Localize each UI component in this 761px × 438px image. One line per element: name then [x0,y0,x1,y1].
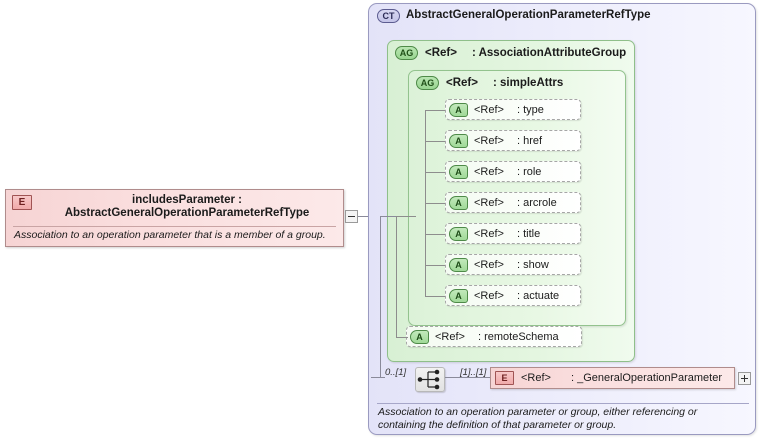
element-box-header: E includesParameter : AbstractGeneralOpe… [6,190,343,226]
attribute-ref-label: <Ref> [474,227,504,240]
connector-remote-schema-horizontal [396,337,408,338]
attribute-tree-branch [425,233,445,235]
cardinality-right-label: [1]..[1] [460,367,487,378]
element-ref-name: : _GeneralOperationParameter [570,372,722,384]
attribute-name-label: : role [516,165,542,178]
connector-remote-schema-vertical [396,216,397,337]
choice-compositor-glyph [417,369,440,390]
cardinality-left-label: 0..[1] [385,367,407,378]
attribute-name-label: : remoteSchema [477,330,559,343]
element-ref-expand-toggle[interactable] [738,372,751,385]
element-includes-parameter-box[interactable]: E includesParameter : AbstractGeneralOpe… [5,189,344,247]
element-box-annotation: Association to an operation parameter th… [14,229,326,241]
attribute-tree-branch [425,202,445,204]
attribute-row[interactable]: A <Ref> : title [445,223,581,244]
attribute-ref-label: <Ref> [474,103,504,116]
attribute-row[interactable]: A <Ref> : actuate [445,285,581,306]
attribute-row[interactable]: A <Ref> : arcrole [445,192,581,213]
connector-sequence-right [445,377,490,378]
element-ref-badge-icon: E [495,371,514,385]
element-badge-icon: E [12,195,32,210]
connector-inner-group-entry [396,216,416,217]
attribute-group-badge-icon: AG [395,46,418,60]
attribute-name-label: : title [516,227,541,240]
attribute-group-outer-name: : AssociationAttributeGroup [471,47,627,59]
attribute-ref-label: <Ref> [474,196,504,209]
attribute-tree-branch [425,140,445,142]
attribute-group-outer-ref: <Ref> [425,47,457,59]
attribute-name-label: : href [516,134,543,147]
attribute-name-label: : arcrole [516,196,557,209]
attribute-group-inner-ref: <Ref> [446,77,478,89]
attribute-ref-label: <Ref> [474,289,504,302]
attribute-badge-icon: A [449,226,468,241]
attribute-name-label: : actuate [516,289,560,302]
attribute-name-label: : type [516,103,544,116]
attribute-badge-icon: A [449,164,468,179]
attribute-name-label: : show [516,258,549,271]
attribute-badge-icon: A [449,195,468,210]
connector-group-entry [380,216,396,217]
attribute-badge-icon: A [449,102,468,117]
complex-type-badge-icon: CT [377,9,400,23]
attribute-row[interactable]: A <Ref> : show [445,254,581,275]
connector-sequence-left [371,377,385,378]
attribute-ref-label: <Ref> [474,258,504,271]
element-box-divider [13,226,336,227]
attribute-group-inner-header: AG <Ref> : simpleAttrs [416,76,563,90]
attribute-ref-label: <Ref> [435,330,465,343]
attribute-group-outer-header: AG <Ref> : AssociationAttributeGroup [395,46,626,60]
attribute-tree-branch [425,171,445,173]
attribute-badge-icon: A [449,133,468,148]
attribute-tree-branch [425,109,445,111]
attribute-tree-branch [425,295,445,297]
attribute-group-inner-name: : simpleAttrs [492,77,564,89]
attribute-badge-icon: A [410,329,429,344]
attribute-group-inner-badge-icon: AG [416,76,439,90]
attribute-tree-branch [425,264,445,266]
connector-sequence-vertical [380,216,381,377]
complex-type-name: AbstractGeneralOperationParameterRefType [406,9,651,21]
attribute-badge-icon: A [449,288,468,303]
complex-type-annotation: Association to an operation parameter or… [378,406,698,431]
element-ref-general-operation-parameter[interactable]: E <Ref> : _GeneralOperationParameter [490,367,735,389]
complex-type-divider [377,403,749,404]
page-title: includesParameter : AbstractGeneralOpera… [64,194,310,219]
attribute-row[interactable]: A <Ref> : href [445,130,581,151]
choice-compositor-icon[interactable] [415,367,445,392]
attribute-badge-icon: A [449,257,468,272]
complex-type-box[interactable]: CT AbstractGeneralOperationParameterRefT… [368,3,756,435]
element-ref-label: <Ref> [521,372,551,384]
attribute-row[interactable]: A <Ref> : role [445,161,581,182]
attribute-ref-label: <Ref> [474,134,504,147]
attribute-ref-label: <Ref> [474,165,504,178]
attribute-row[interactable]: A <Ref> : type [445,99,581,120]
element-collapse-toggle[interactable] [345,210,358,223]
attribute-row-remote-schema[interactable]: A <Ref> : remoteSchema [406,326,582,347]
complex-type-header: CT AbstractGeneralOperationParameterRefT… [377,9,747,23]
attribute-group-association[interactable]: AG <Ref> : AssociationAttributeGroup AG … [387,40,635,362]
